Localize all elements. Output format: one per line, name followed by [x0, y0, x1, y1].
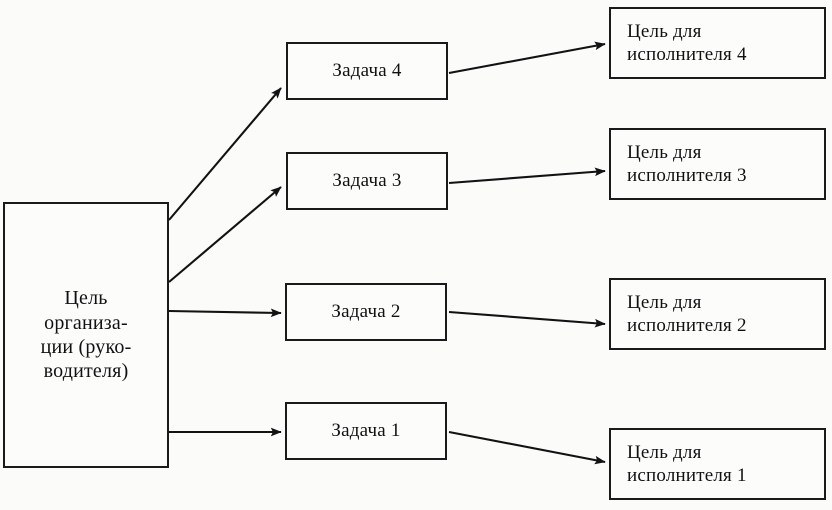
- edge-task2-to-goal2: [448, 310, 606, 328]
- node-performer-goal-2-label: Цель для исполнителя 2: [627, 291, 747, 336]
- node-performer-goal-3-label: Цель для исполнителя 3: [627, 141, 747, 186]
- node-task-2-label: Задача 2: [331, 301, 401, 323]
- node-task-3-label: Задача 3: [332, 170, 402, 192]
- node-task-3[interactable]: Задача 3: [286, 152, 448, 210]
- edge-task1-to-goal1: [448, 430, 606, 465]
- node-performer-goal-1[interactable]: Цель для исполнителя 1: [609, 428, 826, 500]
- node-task-1-label: Задача 1: [331, 420, 401, 442]
- node-task-1[interactable]: Задача 1: [285, 402, 447, 460]
- node-task-4-label: Задача 4: [332, 60, 402, 82]
- node-task-4[interactable]: Задача 4: [286, 42, 448, 100]
- edge-task3-to-goal3: [448, 167, 606, 185]
- edge-root-to-task4: [168, 87, 282, 221]
- node-organization-goal-label: Цель организа- ции (руко- водителя): [40, 287, 132, 383]
- node-performer-goal-1-label: Цель для исполнителя 1: [627, 441, 747, 486]
- node-performer-goal-4-label: Цель для исполнителя 4: [627, 20, 747, 65]
- node-organization-goal[interactable]: Цель организа- ции (руко- водителя): [3, 202, 169, 468]
- edge-root-to-task2: [168, 308, 282, 318]
- node-performer-goal-4[interactable]: Цель для исполнителя 4: [609, 7, 826, 79]
- node-performer-goal-2[interactable]: Цель для исполнителя 2: [609, 278, 826, 350]
- node-performer-goal-3[interactable]: Цель для исполнителя 3: [609, 128, 826, 200]
- edge-task4-to-goal4: [448, 41, 606, 75]
- edge-root-to-task3: [168, 186, 282, 283]
- node-task-2[interactable]: Задача 2: [285, 283, 447, 341]
